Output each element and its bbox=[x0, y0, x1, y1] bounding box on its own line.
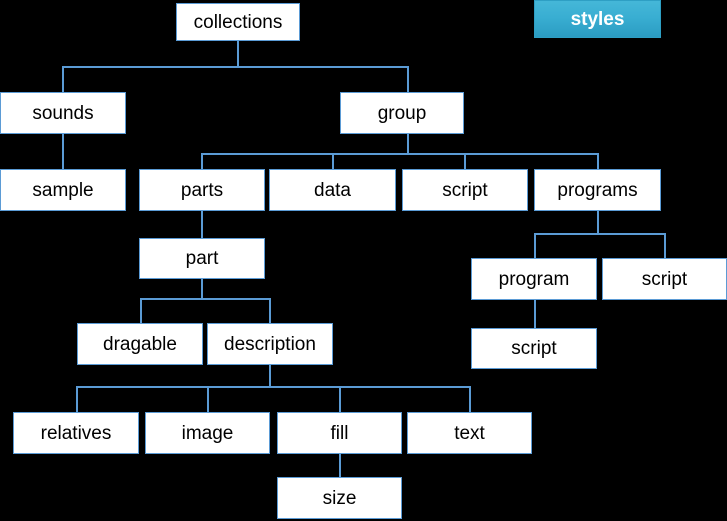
connector-description-bus bbox=[76, 386, 470, 388]
connector-drop-to-data bbox=[332, 153, 334, 169]
node-part[interactable]: part bbox=[139, 238, 265, 279]
connector-sounds-stem bbox=[62, 134, 64, 169]
node-dragable[interactable]: dragable bbox=[77, 323, 203, 365]
node-sounds[interactable]: sounds bbox=[0, 92, 126, 134]
node-fill[interactable]: fill bbox=[277, 412, 402, 454]
connector-drop-to-text bbox=[469, 386, 471, 412]
connector-drop-to-dragable bbox=[140, 298, 142, 323]
connector-part-bus bbox=[140, 298, 270, 300]
connector-collections-bus bbox=[62, 66, 409, 68]
node-styles[interactable]: styles bbox=[534, 0, 661, 38]
connector-group-stem bbox=[407, 134, 409, 153]
connector-fill-stem bbox=[339, 454, 341, 477]
node-sample[interactable]: sample bbox=[0, 169, 126, 211]
node-relatives[interactable]: relatives bbox=[13, 412, 139, 454]
node-group[interactable]: group bbox=[340, 92, 464, 134]
node-text[interactable]: text bbox=[407, 412, 532, 454]
connector-part-stem bbox=[201, 279, 203, 298]
connector-group-bus bbox=[201, 153, 598, 155]
node-size[interactable]: size bbox=[277, 477, 402, 519]
node-parts[interactable]: parts bbox=[139, 169, 265, 211]
connector-drop-to-fill bbox=[339, 386, 341, 412]
node-program[interactable]: program bbox=[471, 258, 597, 300]
node-data[interactable]: data bbox=[269, 169, 396, 211]
connector-drop-to-programs bbox=[597, 153, 599, 169]
node-script-prog[interactable]: script bbox=[471, 328, 597, 369]
connector-drop-to-relatives bbox=[76, 386, 78, 412]
node-description[interactable]: description bbox=[207, 323, 333, 365]
connector-drop-to-description bbox=[269, 298, 271, 323]
connector-programs-bus bbox=[534, 233, 665, 235]
connector-programs-stem bbox=[597, 211, 599, 233]
connector-drop-to-script-pgs bbox=[664, 233, 666, 258]
node-image[interactable]: image bbox=[145, 412, 270, 454]
node-programs[interactable]: programs bbox=[534, 169, 661, 211]
connector-drop-to-script-grp bbox=[464, 153, 466, 169]
connector-drop-to-sounds bbox=[62, 66, 64, 92]
connector-drop-to-parts bbox=[201, 153, 203, 169]
connector-parts-stem bbox=[201, 211, 203, 238]
connector-drop-to-image bbox=[207, 386, 209, 412]
connector-drop-to-program bbox=[534, 233, 536, 258]
node-script-group[interactable]: script bbox=[402, 169, 528, 211]
connector-drop-to-group bbox=[407, 66, 409, 92]
node-collections[interactable]: collections bbox=[176, 3, 300, 41]
node-script-progs[interactable]: script bbox=[602, 258, 727, 300]
connector-description-stem bbox=[269, 365, 271, 386]
connector-program-stem bbox=[534, 300, 536, 328]
connector-collections-stem bbox=[237, 41, 239, 68]
